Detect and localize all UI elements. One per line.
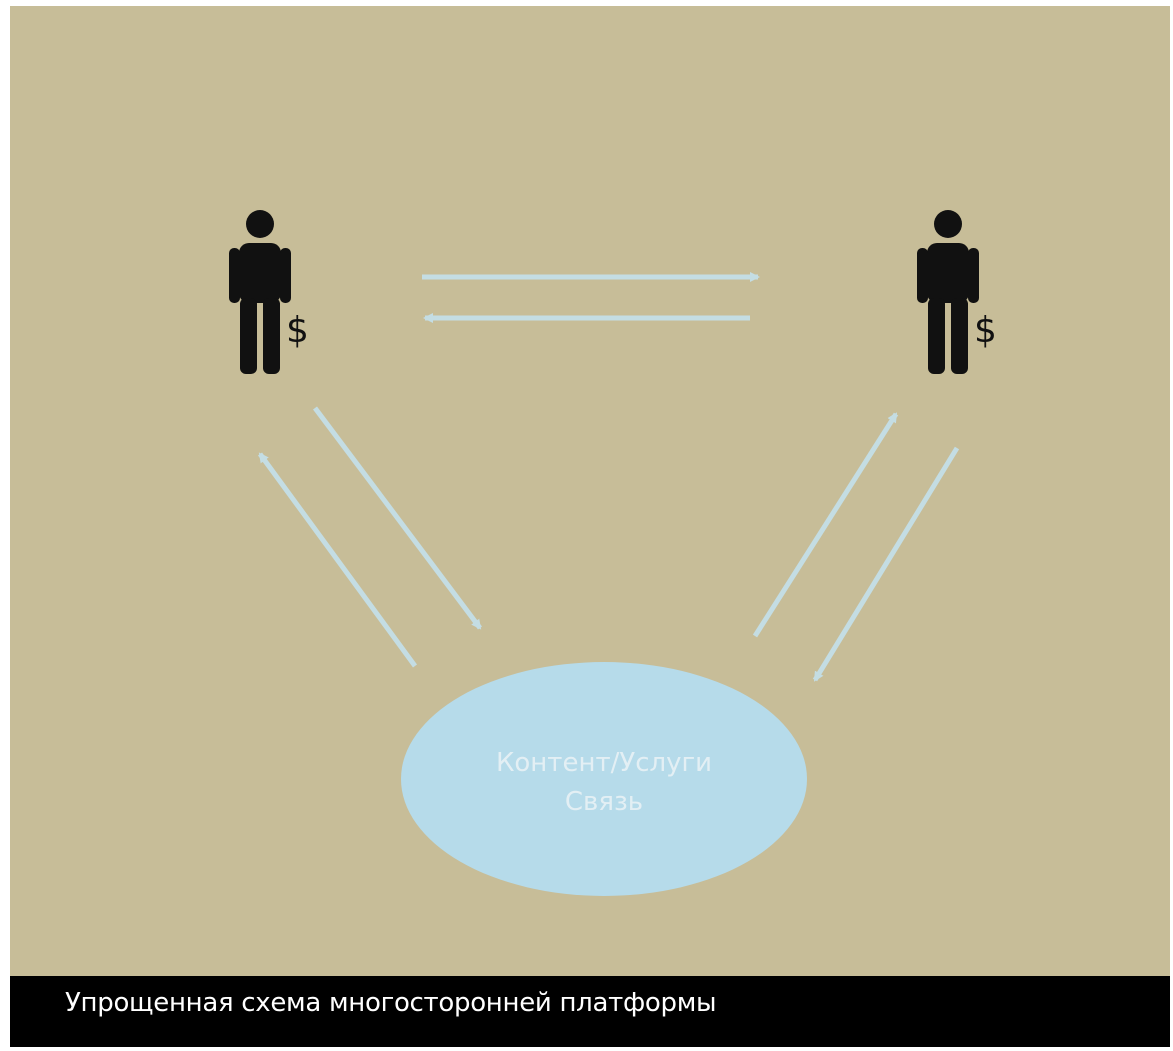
platform-ellipse [401, 662, 807, 896]
person-left-icon [229, 210, 291, 374]
platform-label-line2: Связь [565, 787, 643, 817]
platform-diagram: $ $ Контент/Услуги Связь [229, 210, 997, 896]
arrow-right-person-to-platform [812, 446, 960, 682]
person-left-dollar: $ [286, 310, 309, 351]
diagram-frame: $ $ Контент/Услуги Связь Упрощенная схем… [10, 6, 1170, 1047]
arrow-left-person-to-platform [313, 406, 482, 630]
caption-text: Упрощенная схема многосторонней платформ… [65, 988, 717, 1018]
person-right-dollar: $ [974, 310, 997, 351]
arrow-platform-to-right-person [752, 412, 899, 638]
arrow-platform-to-left-person [257, 452, 418, 668]
caption-bar: Упрощенная схема многосторонней платформ… [10, 976, 1170, 1047]
platform-label-line1: Контент/Услуги [496, 748, 712, 778]
person-right-icon [917, 210, 979, 374]
